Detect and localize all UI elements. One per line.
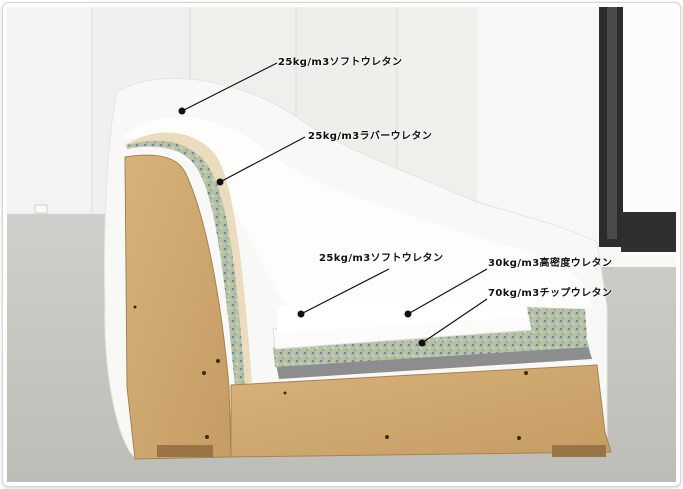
label-chip-urethane: 70kg/m3チップウレタン [488,288,613,299]
sofa-cross-section-photo [7,7,676,482]
label-seat-soft-urethane: 25kg/m3ソフトウレタン [319,253,444,264]
label-rubber-urethane: 25kg/m3ラバーウレタン [308,131,433,142]
label-high-density-urethane: 30kg/m3高密度ウレタン [488,258,613,269]
label-top-soft-urethane: 25kg/m3ソフトウレタン [278,57,403,68]
